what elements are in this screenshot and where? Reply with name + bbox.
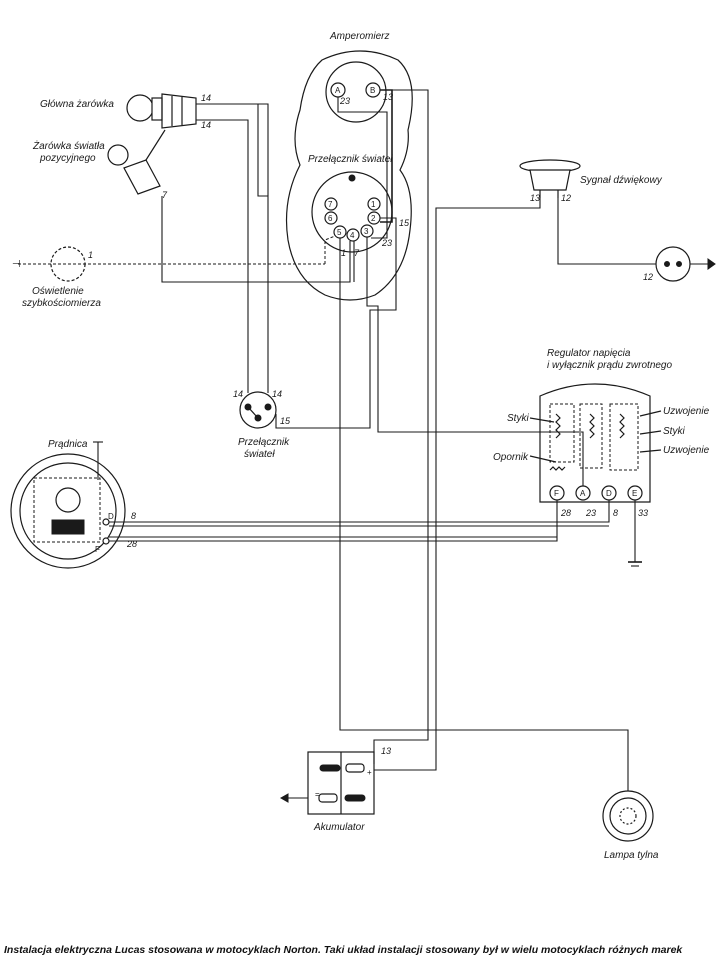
regulator-callout: Uzwojenie [663,406,710,417]
horn [519,159,581,198]
main-light-switch-label: Przełącznik świateł [308,154,393,165]
speedometer-light-label-line2: szybkościomierza [22,298,101,309]
wires [109,89,708,791]
dynamo-terminal-d-label: D [108,512,114,521]
regulator-callout: Uzwojenie [663,445,710,456]
main-bulb-label: Główna żarówka [40,99,114,110]
dynamo-label: Prądnica [48,439,88,450]
wire-number: 7 [162,190,168,200]
switch-pin-label: 6 [328,214,333,223]
wire-number: 23 [585,508,596,518]
battery-label: Akumulator [313,822,365,833]
wire-number: 23 [381,238,392,248]
tail-lamp-label: Lampa tylna [604,850,659,861]
switch-pin-label: 2 [371,214,376,223]
headlamp-shell [285,50,413,301]
switch-pin-label: 5 [337,228,342,237]
battery-minus-label: = [315,790,320,799]
wire-number: 1 [341,248,346,258]
figure-caption: Instalacja elektryczna Lucas stosowana w… [4,944,683,956]
regulator-callout: Styki [507,413,529,424]
dynamo [10,441,126,569]
battery [279,751,375,815]
dynamo-terminal-f-label: F [95,545,100,554]
wire-number: 14 [233,389,243,399]
regulator-label-line2: i wyłącznik prądu zwrotnego [547,360,672,371]
regulator-callout: Styki [663,426,685,437]
ammeter-label: Amperomierz [329,31,389,42]
ammeter: A B [325,61,387,123]
wire-number: 28 [560,508,571,518]
speedometer-light-label-line1: Oświetlenie [32,286,84,297]
wire-number: 33 [638,508,648,518]
battery-plus-label: + [367,768,372,777]
wire-number: 13 [530,193,540,203]
wire-number: 12 [561,193,571,203]
speedometer-light: ⊣ [12,246,325,282]
dimmer-switch-label-line1: Przełącznik [238,437,290,448]
wire-number: 23 [339,96,350,106]
tail-lamp [602,790,654,842]
regulator-callout: Opornik [493,452,529,463]
wire-number: 8 [131,511,136,521]
dimmer-switch [239,391,277,429]
wire-number: 13 [383,92,393,102]
switch-pin-label: 1 [371,200,376,209]
wire-number: 14 [272,389,282,399]
horn-label: Sygnał dźwiękowy [580,175,663,186]
ground-symbol [628,500,642,567]
wire-number: 12 [643,272,653,282]
switch-pin-label: 4 [350,231,355,240]
ammeter-terminal-b-label: B [370,86,375,95]
wire-number: 8 [613,508,618,518]
wire-number: 14 [201,120,211,130]
switch-pin-label: 3 [364,227,369,236]
position-bulb-label-line2: pozycyjnego [39,153,96,164]
main-bulb [126,93,197,129]
regulator-terminal-label: E [632,489,637,498]
ammeter-terminal-a-label: A [335,86,341,95]
position-bulb [107,129,166,195]
wire-number: 7 [354,248,360,258]
position-bulb-label-line1: Żarówka światła [32,140,105,152]
regulator-terminal-label: F [554,489,559,498]
wire-number: 15 [280,416,291,426]
main-light-switch: 7 6 5 4 3 2 1 [311,171,393,253]
regulator: F A D E [539,383,651,503]
wire-number: 1 [88,250,93,260]
wire-number: 13 [381,746,391,756]
regulator-label-line1: Regulator napięcia [547,348,631,359]
wire-number: 28 [126,539,137,549]
dimmer-switch-label-line2: świateł [244,449,275,460]
switch-pin-label: 7 [328,200,333,209]
regulator-terminal-label: A [580,489,586,498]
wire-number: 14 [201,93,211,103]
regulator-terminal-label: D [606,489,612,498]
svg-text:⊣: ⊣ [12,259,21,270]
wire-number: 15 [399,218,410,228]
